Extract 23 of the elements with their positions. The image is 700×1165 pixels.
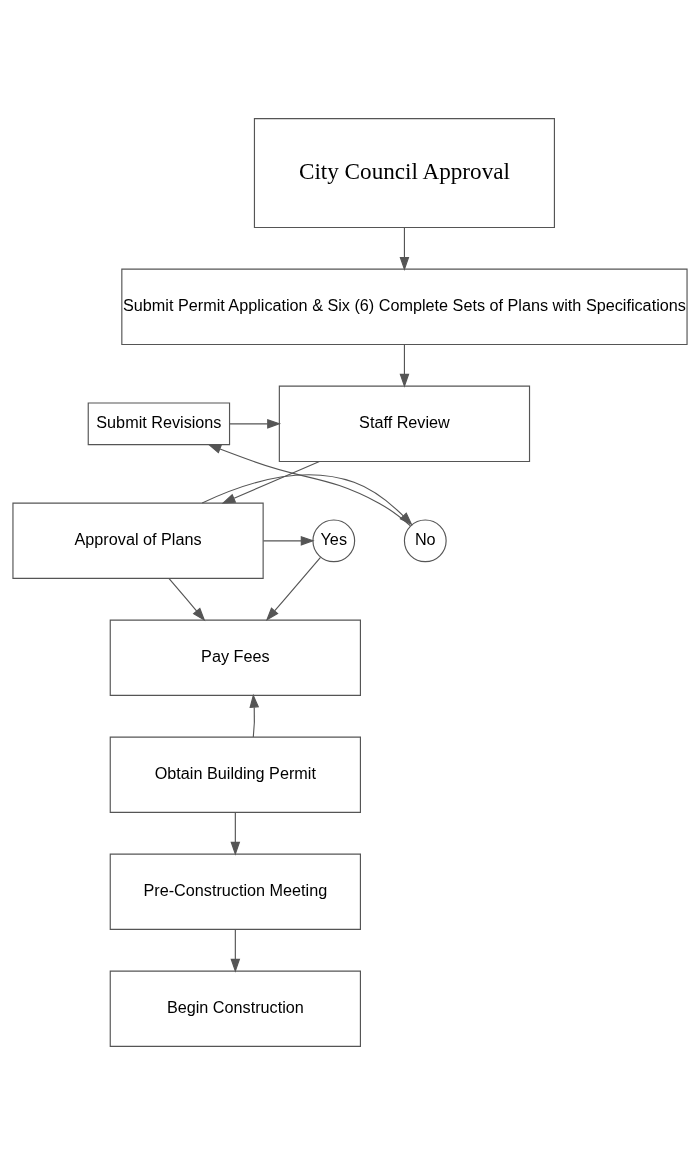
arrow	[249, 693, 260, 738]
arrow	[201, 474, 413, 526]
node-circle: Yes	[312, 519, 356, 563]
node-box: Staff Review	[278, 385, 531, 463]
node-box: Obtain Building Permit	[109, 736, 361, 813]
arrow	[221, 461, 320, 504]
node-box: Pre-Construction Meeting	[109, 853, 361, 930]
arrow	[265, 556, 322, 622]
node-box: Approval of Plans	[12, 502, 264, 580]
arrow	[168, 577, 206, 622]
arrow	[399, 227, 410, 271]
node-circle: No	[403, 519, 447, 563]
arrow	[262, 535, 315, 546]
node-box: Submit Revisions	[87, 402, 231, 446]
node-box: Submit Permit Application & Six (6) Complete Sets of Plans with Specifications	[121, 268, 688, 346]
node-box: City Council Approval	[253, 118, 555, 229]
arrow	[230, 811, 241, 856]
arrow	[230, 928, 241, 973]
arrow	[399, 344, 410, 388]
node-box: Begin Construction	[109, 970, 361, 1047]
arrow	[229, 418, 282, 429]
arrow	[207, 444, 411, 527]
node-box: Pay Fees	[109, 619, 361, 696]
